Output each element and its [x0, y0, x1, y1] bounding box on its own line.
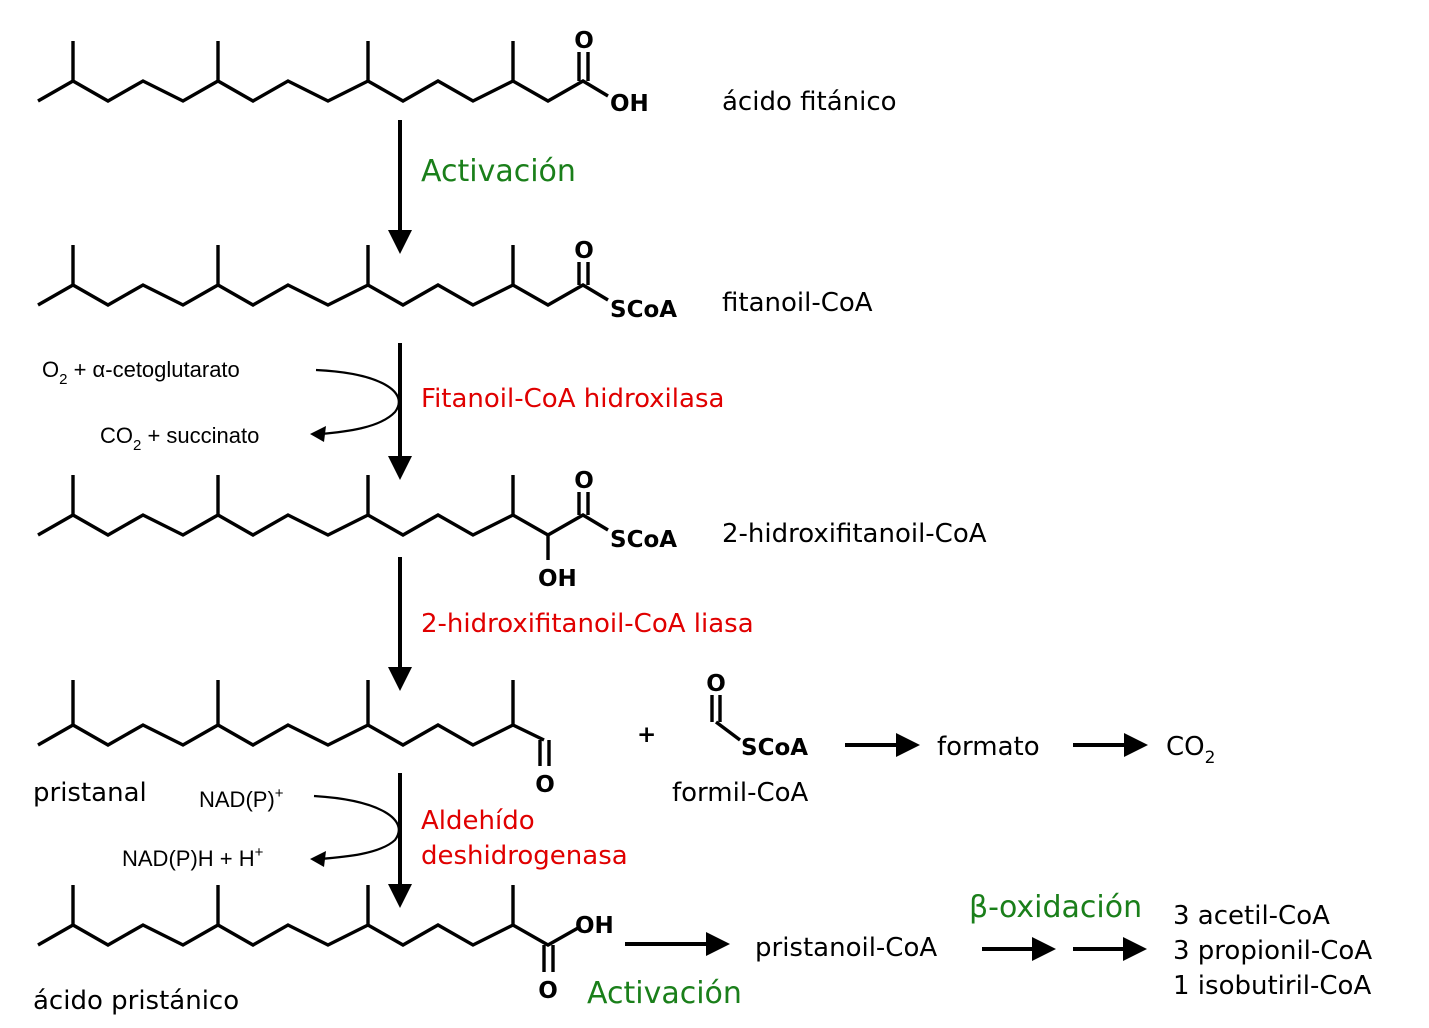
- formyl-coa-label: formil-CoA: [672, 778, 809, 808]
- pristanoyl-coa-label: pristanoil-CoA: [755, 933, 937, 963]
- product-acetyl-coa: 3 acetil-CoA: [1173, 901, 1330, 931]
- phytanoyl-coa-label: fitanoil-CoA: [722, 288, 873, 318]
- pristanic-acid-structure: OH O: [37, 885, 614, 1004]
- activation-label-2: Activación: [587, 976, 742, 1011]
- thioester-coa-group: SCoA: [610, 527, 677, 553]
- dehydrogenase-label-line1: Aldehído: [421, 806, 535, 836]
- thioester-coa-group: SCoA: [741, 735, 808, 761]
- hydroxyphytanoyl-coa-label: 2-hidroxifitanoil-CoA: [722, 519, 987, 549]
- co2-label: CO2: [1166, 732, 1215, 768]
- beta-oxidation-arrow-2: [1073, 937, 1147, 961]
- lyase-enzyme-label: 2-hidroxifitanoil-CoA liasa: [421, 609, 754, 639]
- hydroxyphytanoyl-coa-structure: O SCoA OH: [37, 468, 677, 592]
- oxygen-atom: O: [706, 671, 726, 697]
- oxygen-atom: O: [535, 772, 555, 798]
- nadph-label: NAD(P)H + H+: [122, 844, 264, 871]
- formate-to-co2-arrow: [1073, 733, 1148, 757]
- phytanic-acid-label: ácido fitánico: [722, 87, 897, 117]
- oxygen-atom: O: [574, 468, 594, 494]
- dehydrogenase-arrow: [388, 773, 412, 908]
- formyl-to-formate-arrow: [845, 733, 920, 757]
- beta-oxidation-arrow-1: [982, 937, 1056, 961]
- product-isobutyryl-coa: 1 isobutiril-CoA: [1173, 971, 1371, 1001]
- hydroxyl-group: OH: [610, 91, 649, 117]
- formyl-coa-structure: O SCoA: [706, 671, 808, 761]
- hydroxylase-arrow: [388, 343, 412, 480]
- oxygen-atom: O: [538, 978, 558, 1004]
- plus-sign: +: [637, 722, 656, 748]
- hydroxylase-enzyme-label: Fitanoil-CoA hidroxilasa: [421, 384, 724, 414]
- pristanic-acid-label: ácido pristánico: [33, 986, 239, 1016]
- formate-label: formato: [937, 732, 1040, 762]
- hydroxyl-group: OH: [538, 566, 577, 592]
- phytanic-acid-structure: O OH: [37, 28, 649, 117]
- activation-label: Activación: [421, 154, 576, 189]
- pristanal-structure: O: [37, 680, 555, 798]
- phytanoyl-coa-structure: O SCoA: [37, 238, 677, 323]
- oxygen-atom: O: [574, 28, 594, 54]
- beta-oxidation-label: β-oxidación: [969, 890, 1142, 925]
- hydroxyl-group: OH: [575, 913, 614, 939]
- oxygen-atom: O: [574, 238, 594, 264]
- hydroxylase-products: CO2 + succinato: [100, 423, 259, 454]
- activation-arrow-2: [625, 932, 730, 956]
- pristanal-label: pristanal: [33, 778, 147, 808]
- hydroxylase-substrates: O2 + α-cetoglutarato: [42, 357, 240, 388]
- cofactor-curve-arrow: [310, 368, 400, 442]
- dehydrogenase-label-line2: deshidrogenasa: [421, 841, 628, 871]
- nadp-curve-arrow: [310, 794, 400, 867]
- lyase-arrow: [388, 557, 412, 691]
- product-propionyl-coa: 3 propionil-CoA: [1173, 936, 1372, 966]
- activation-arrow: [388, 120, 412, 254]
- nadp-plus-label: NAD(P)+: [199, 785, 284, 812]
- thioester-coa-group: SCoA: [610, 297, 677, 323]
